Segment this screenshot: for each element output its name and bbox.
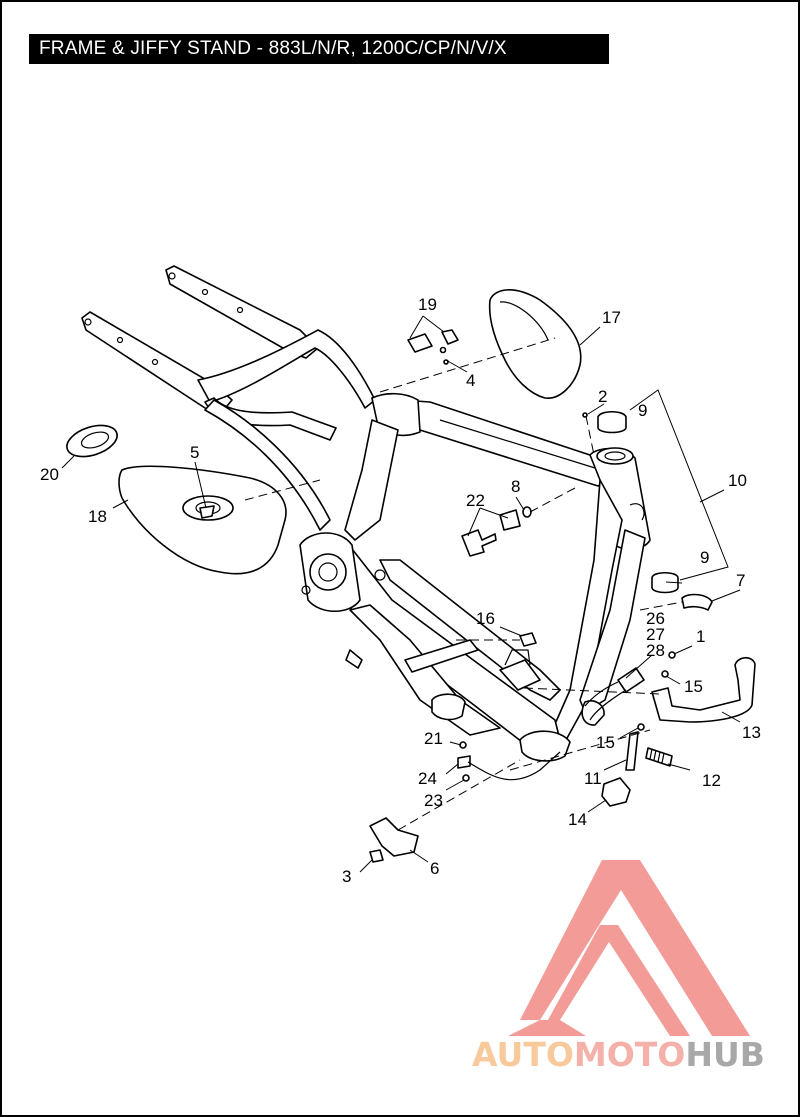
callout-20: 20 — [40, 465, 59, 484]
part-9-lower-bearing-cup — [651, 571, 679, 594]
part-14-bumper — [601, 777, 631, 807]
callout-11: 11 — [584, 769, 602, 788]
callout-28: 28 — [646, 641, 665, 660]
callout-5: 5 — [190, 443, 199, 462]
callout-9-lower: 9 — [700, 548, 709, 567]
part-22-key — [461, 529, 497, 557]
callout-8: 8 — [511, 477, 520, 496]
alignment-lines — [244, 337, 683, 831]
part-20-cap-cover — [66, 424, 118, 458]
callout-16: 16 — [476, 609, 495, 628]
part-3-bolt — [369, 849, 384, 863]
callout-3: 3 — [342, 867, 351, 886]
part-13-jiffy-stand — [651, 656, 756, 723]
callout-2: 2 — [598, 387, 607, 406]
callout-19: 19 — [418, 295, 437, 314]
callout-22: 22 — [466, 491, 485, 510]
leader-lines — [61, 315, 741, 873]
part-22-steering-lock — [499, 509, 521, 531]
callout-9-upper: 9 — [638, 401, 647, 420]
part-11-pin — [625, 731, 639, 771]
part-26-jiffy-stand-switch — [617, 667, 645, 693]
callout-12: 12 — [702, 771, 721, 790]
callout-13: 13 — [742, 723, 761, 742]
motorcycle-frame — [81, 265, 651, 762]
part-19-clip — [407, 333, 433, 353]
callout-7: 7 — [736, 571, 745, 590]
callout-14: 14 — [568, 810, 587, 829]
part-7-clamp — [681, 593, 713, 611]
callout-15-lower: 15 — [596, 733, 615, 752]
callout-21: 21 — [424, 729, 443, 748]
callout-6: 6 — [430, 859, 439, 878]
seat-post-tube — [344, 419, 399, 541]
callout-23: 23 — [424, 791, 443, 810]
callout-15-upper: 15 — [684, 677, 703, 696]
part-6-bracket — [369, 817, 419, 857]
callout-27: 27 — [646, 625, 665, 644]
title-bar: FRAME & JIFFY STAND - 883L/N/R, 1200C/CP… — [29, 34, 609, 64]
callout-24: 24 — [418, 769, 437, 788]
part-9-upper-bearing-cup — [597, 410, 627, 434]
callout-26: 26 — [646, 609, 665, 628]
callout-1: 1 — [696, 627, 705, 646]
callout-17: 17 — [602, 308, 621, 327]
page-title: FRAME & JIFFY STAND - 883L/N/R, 1200C/CP… — [39, 38, 507, 59]
part-16-nut — [519, 632, 537, 647]
watermark-text: AUTOMOTOHUB — [472, 1035, 765, 1074]
callout-4: 4 — [466, 371, 475, 390]
watermark-triangle-icon — [520, 860, 750, 1036]
watermark-logo: AUTOMOTOHUB — [472, 860, 765, 1074]
callout-18: 18 — [88, 507, 107, 526]
callout-labels: 19 17 4 2 9 10 20 5 18 8 22 9 7 16 26 27… — [40, 295, 761, 886]
callout-10: 10 — [728, 471, 747, 490]
